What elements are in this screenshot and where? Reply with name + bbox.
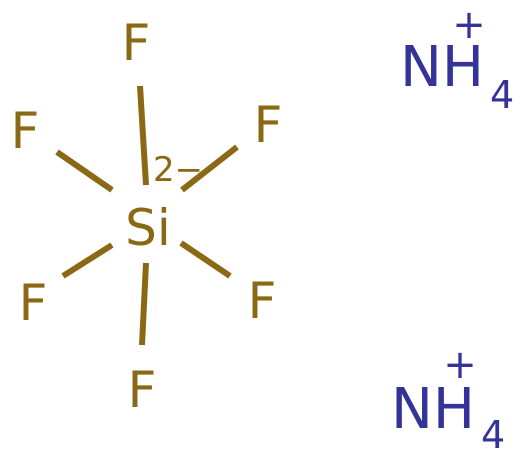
- bond-si-f-top: [137, 85, 149, 186]
- ammonium-ion-1: NH 4 +: [400, 2, 514, 117]
- ammonium-1-formula: NH: [400, 35, 484, 100]
- atom-fluorine-upper-right: F: [254, 96, 283, 154]
- ammonium-ion-2: NH 4 +: [391, 342, 505, 450]
- charge-silicon: 2−: [153, 150, 203, 190]
- bond-si-f-upper-left: [55, 149, 114, 193]
- atom-fluorine-bottom: F: [128, 361, 157, 419]
- bond-si-f-lower-left: [61, 242, 114, 279]
- ammonium-2-charge: +: [443, 342, 477, 388]
- atom-fluorine-upper-left: F: [11, 102, 40, 160]
- ammonium-1-charge: +: [452, 2, 486, 48]
- ammonium-1-subscript: 4: [490, 73, 514, 117]
- bond-si-f-upper-right: [180, 144, 239, 193]
- bond-si-f-lower-right: [179, 240, 232, 279]
- atom-fluorine-lower-right: F: [248, 272, 277, 330]
- bond-si-f-bottom: [139, 262, 149, 346]
- ammonium-2-subscript: 4: [481, 413, 505, 450]
- atom-fluorine-lower-left: F: [19, 274, 48, 332]
- ammonium-2-formula: NH: [391, 377, 475, 442]
- atom-silicon: Si: [125, 199, 171, 257]
- atom-fluorine-top: F: [122, 14, 151, 72]
